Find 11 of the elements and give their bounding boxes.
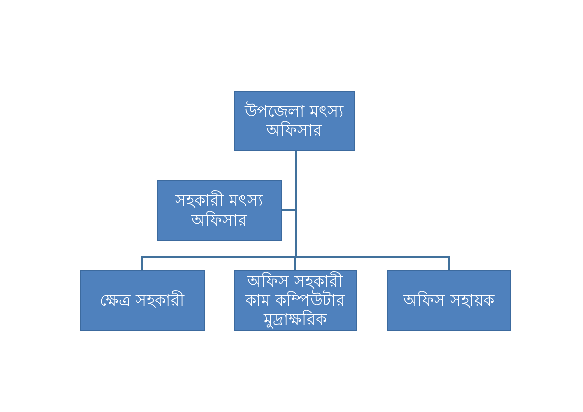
position-box	[234, 91, 355, 151]
position-box	[387, 270, 511, 331]
position-title: সহকারী মৎস্য অফিসার	[174, 191, 265, 230]
connector-line	[295, 151, 450, 270]
position-box	[234, 270, 357, 331]
position-title: উপজেলা মৎস্য অফিসার	[244, 102, 346, 140]
position-title: অফিস সহায়ক	[402, 290, 496, 310]
position-box	[157, 180, 282, 241]
position-title: অফিস সহকারী কাম কম্পিউটার মুদ্রাক্ষরিক	[244, 272, 347, 330]
position-box	[80, 270, 205, 331]
position-title: ক্ষেত্র সহকারী	[98, 290, 186, 310]
